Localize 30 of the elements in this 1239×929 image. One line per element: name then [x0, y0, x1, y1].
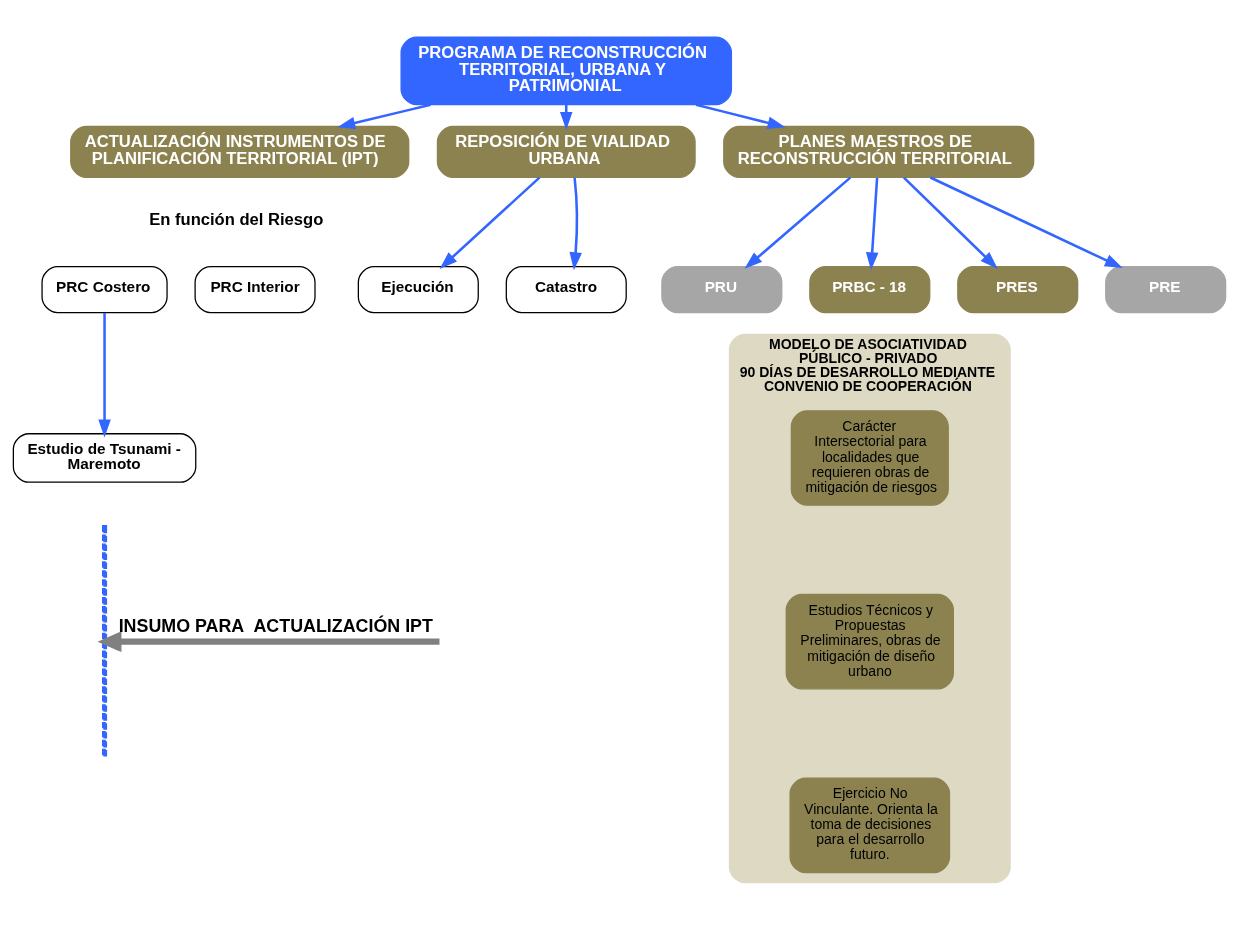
arrow: [97, 630, 440, 652]
arrow: [695, 103, 786, 129]
arrow: [98, 312, 111, 437]
node-box: Estudios Técnicos y Propuestas Preliminares, obras de mitigación de diseño urbano: [785, 593, 954, 689]
node-box: PROGRAMA DE RECONSTRUCCIÓN TERRITORIAL, URBANA Y PATRIMONIAL: [400, 35, 733, 105]
node-box: REPOSICIÓN DE VIALIDAD URBANA: [436, 125, 696, 178]
node-box: Catastro: [505, 265, 627, 313]
node-label: En función del Riesgo: [149, 209, 324, 229]
arrow: [865, 177, 879, 270]
arrow: [560, 104, 573, 130]
node-box: PRBC - 18: [809, 265, 931, 313]
node-box: Ejercicio No Vinculante. Orienta la toma de decisiones para el desarrollo futuro.: [789, 776, 951, 873]
node-box: PRU: [661, 265, 783, 313]
node-line: [102, 524, 108, 758]
node-box: ACTUALIZACIÓN INSTRUMENTOS DE PLANIFICACIÓN TERRITORIAL (IPT): [70, 125, 410, 178]
node-box: PLANES MAESTROS DE RECONSTRUCCIÓN TERRITORIAL: [723, 125, 1035, 178]
arrow: [744, 176, 852, 269]
arrow: [569, 177, 582, 270]
node-box: PRC Costero: [41, 265, 168, 313]
node-box: PRES: [957, 265, 1079, 313]
arrow: [337, 103, 431, 129]
node-box: Ejecución: [357, 265, 479, 313]
edge-label: INSUMO PARA ACTUALIZACIÓN IPT: [118, 615, 433, 636]
arrow: [929, 175, 1123, 268]
node-box: Estudio de Tsunami - Maremoto: [12, 432, 197, 483]
node-box: Carácter Intersectorial para localidades que requieren obras de mitigación de riesgos: [790, 409, 949, 506]
node-box: PRC Interior: [194, 265, 316, 313]
arrow: [903, 176, 998, 269]
node-box: PRE: [1105, 265, 1227, 313]
arrow: [439, 176, 541, 269]
